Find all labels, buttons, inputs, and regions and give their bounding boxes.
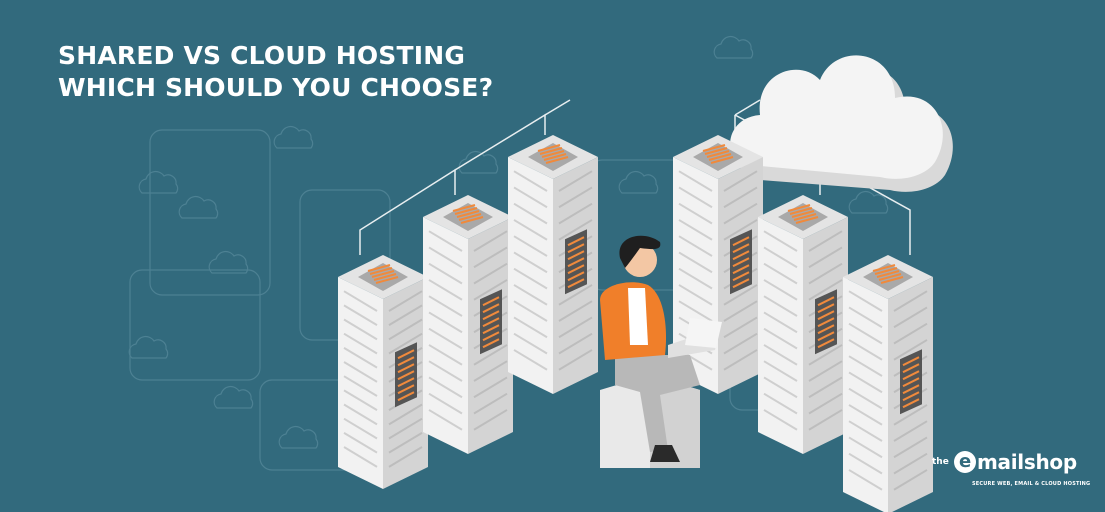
server-racks <box>338 135 933 512</box>
small-cloud-icon <box>208 250 249 274</box>
small-cloud-icon <box>128 335 169 359</box>
banner-title: SHARED VS CLOUD HOSTING WHICH SHOULD YOU… <box>58 40 493 104</box>
server-rack-icon <box>508 135 598 394</box>
logo-prefix: the <box>932 457 949 467</box>
small-cloud-icon <box>618 170 659 194</box>
person-with-laptop <box>600 235 722 468</box>
small-cloud-icon <box>713 35 754 59</box>
logo-tagline: SECURE WEB, EMAIL & CLOUD HOSTING <box>972 481 1091 487</box>
logo-name: mailshop <box>977 450 1077 474</box>
small-cloud-icon <box>278 425 319 449</box>
server-rack-icon <box>843 255 933 512</box>
small-cloud-icon <box>138 170 179 194</box>
deco-frame <box>149 129 271 296</box>
small-cloud-icon <box>178 195 219 219</box>
small-cloud-icon <box>458 150 499 174</box>
server-rack-icon <box>423 195 513 454</box>
title-line-1: SHARED VS CLOUD HOSTING <box>58 41 466 70</box>
title-line-2: WHICH SHOULD YOU CHOOSE? <box>58 73 494 102</box>
logo-e-mark: e <box>954 451 976 473</box>
small-cloud-icon <box>213 385 254 409</box>
small-cloud-icon <box>848 190 889 214</box>
small-cloud-icon <box>273 125 314 149</box>
server-rack-icon <box>338 255 428 489</box>
server-rack-icon <box>758 195 848 454</box>
cloud-icon <box>730 55 953 192</box>
deco-frame <box>129 269 261 381</box>
